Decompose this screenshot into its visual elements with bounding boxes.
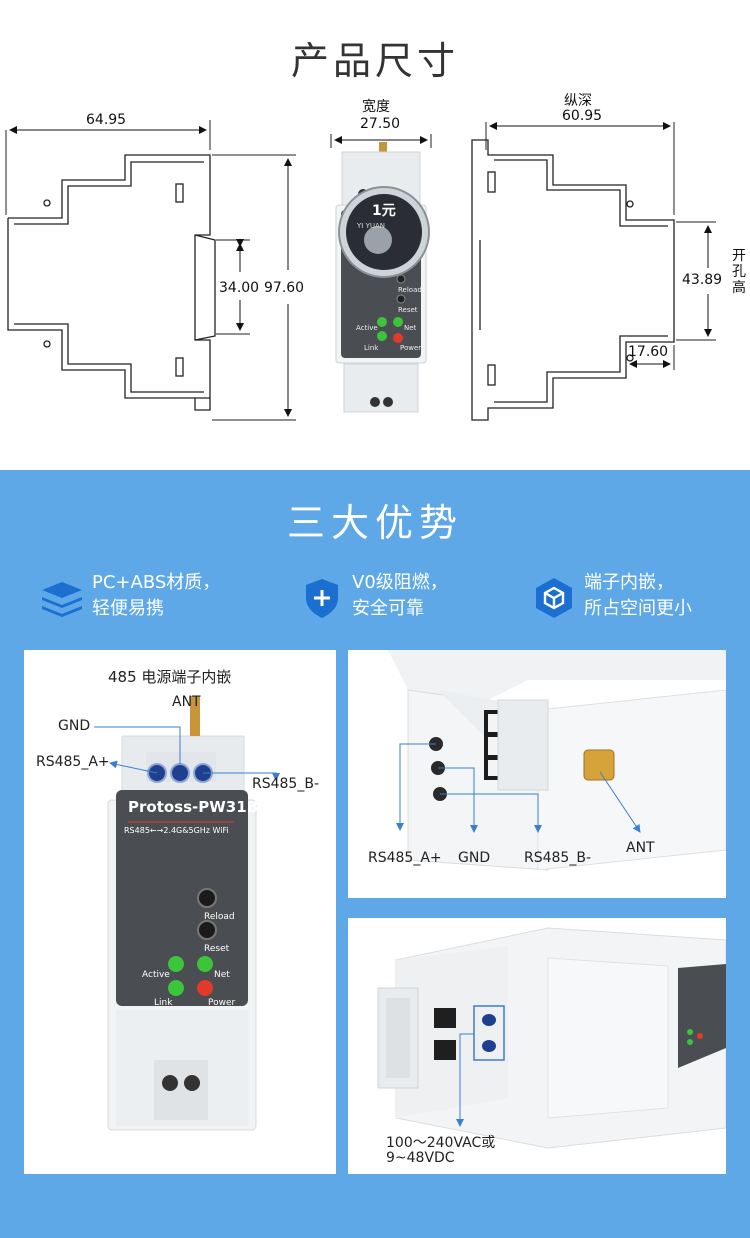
power-range-line2: 9~48VDC xyxy=(386,1150,455,1166)
led-active xyxy=(168,956,184,972)
total-height-value: 97.60 xyxy=(264,280,305,296)
rail-height-label: 开 孔 高 xyxy=(732,248,746,296)
closeup-label-rs485-a: RS485_A+ xyxy=(368,850,442,866)
depth-profile-drawing xyxy=(471,139,675,421)
front-led-reload: Reload xyxy=(398,286,422,294)
label-reset: Reset xyxy=(204,944,230,954)
label-gnd: GND xyxy=(58,718,91,734)
label-rs485-a: RS485_A+ xyxy=(36,754,110,770)
front-width-label: 宽度 xyxy=(362,99,390,115)
led-power xyxy=(197,980,213,996)
dimensions-title: 产品尺寸 xyxy=(290,39,459,83)
antenna-connector xyxy=(190,696,200,736)
front-led-net: Net xyxy=(404,324,417,332)
terminal-screw-gnd xyxy=(170,763,190,783)
dimension-drawings xyxy=(5,120,716,421)
front-led-power: Power xyxy=(400,344,422,352)
dimensions-section: 产品尺寸 xyxy=(0,0,750,470)
rail-depth-value: 17.60 xyxy=(628,344,669,360)
label-active: Active xyxy=(142,970,170,980)
feature-fireproof: V0级阻燃， 安全可靠 xyxy=(300,570,500,626)
feature-material-line1: PC+ABS材质， xyxy=(92,572,221,593)
front-led-reset: Reset xyxy=(398,306,418,314)
front-led-active: Active xyxy=(356,324,378,332)
ant-connector xyxy=(583,749,615,781)
device-front-plate xyxy=(116,790,248,1006)
device-subtitle: RS485←→2.4G&5GHz WiFi xyxy=(124,826,229,835)
closeup-label-rs485-b: RS485_B- xyxy=(524,850,591,866)
feature-compact-line1: 端子内嵌， xyxy=(584,572,674,593)
front-width-value: 27.50 xyxy=(360,116,401,132)
device-brand: Protoss-PW31B xyxy=(128,798,259,816)
closeup-label-gnd: GND xyxy=(458,850,491,866)
label-net: Net xyxy=(214,970,230,980)
depth-value: 60.95 xyxy=(562,108,603,124)
label-reload: Reload xyxy=(204,912,235,922)
front-device-photo xyxy=(330,134,432,413)
power-range-line1: 100～240VAC或 xyxy=(386,1135,496,1151)
feature-compact-line2: 所占空间更小 xyxy=(584,598,692,619)
led-link xyxy=(168,980,184,996)
closeup-label-ant: ANT xyxy=(626,840,655,856)
coin-value: 1元 xyxy=(372,203,396,219)
shield-plus-icon xyxy=(306,579,338,618)
side-width-value: 64.95 xyxy=(86,112,127,128)
side-profile-drawing xyxy=(7,154,216,411)
label-power: Power xyxy=(208,998,236,1008)
cube-hexagon-icon xyxy=(536,578,572,618)
coin-text: YI YUAN xyxy=(357,222,385,230)
layers-icon xyxy=(42,582,82,617)
panel-heading: 485 电源端子内嵌 xyxy=(108,668,232,686)
label-link: Link xyxy=(154,998,173,1008)
advantages-title: 三大优势 xyxy=(286,501,463,545)
label-rs485-b: RS485_B- xyxy=(252,776,319,792)
feature-fireproof-line2: 安全可靠 xyxy=(352,598,424,619)
depth-label: 纵深 xyxy=(564,93,592,109)
feature-compact: 端子内嵌， 所占空间更小 xyxy=(532,570,742,626)
power-terminal-panel: 100～240VAC或 9~48VDC xyxy=(348,918,726,1174)
front-terminal-panel: 485 电源端子内嵌 ANT GND RS485_A+ RS485_B- Pro… xyxy=(24,650,336,1174)
label-ant: ANT xyxy=(172,694,201,710)
feature-material: PC+ABS材质， 轻便易携 xyxy=(40,570,250,626)
feature-material-line2: 轻便易携 xyxy=(92,598,164,619)
slot-height-value: 34.00 xyxy=(219,280,260,296)
advantages-section: 三大优势 PC+ABS材质， 轻便易携 V0级阻燃， 安全可靠 端子 xyxy=(0,470,750,1238)
led-net xyxy=(197,956,213,972)
terminal-closeup-panel: RS485_A+ GND RS485_B- ANT xyxy=(348,650,726,898)
feature-fireproof-line1: V0级阻燃， xyxy=(352,572,448,593)
rail-height-value: 43.89 xyxy=(682,272,723,288)
front-led-link: Link xyxy=(364,344,379,352)
